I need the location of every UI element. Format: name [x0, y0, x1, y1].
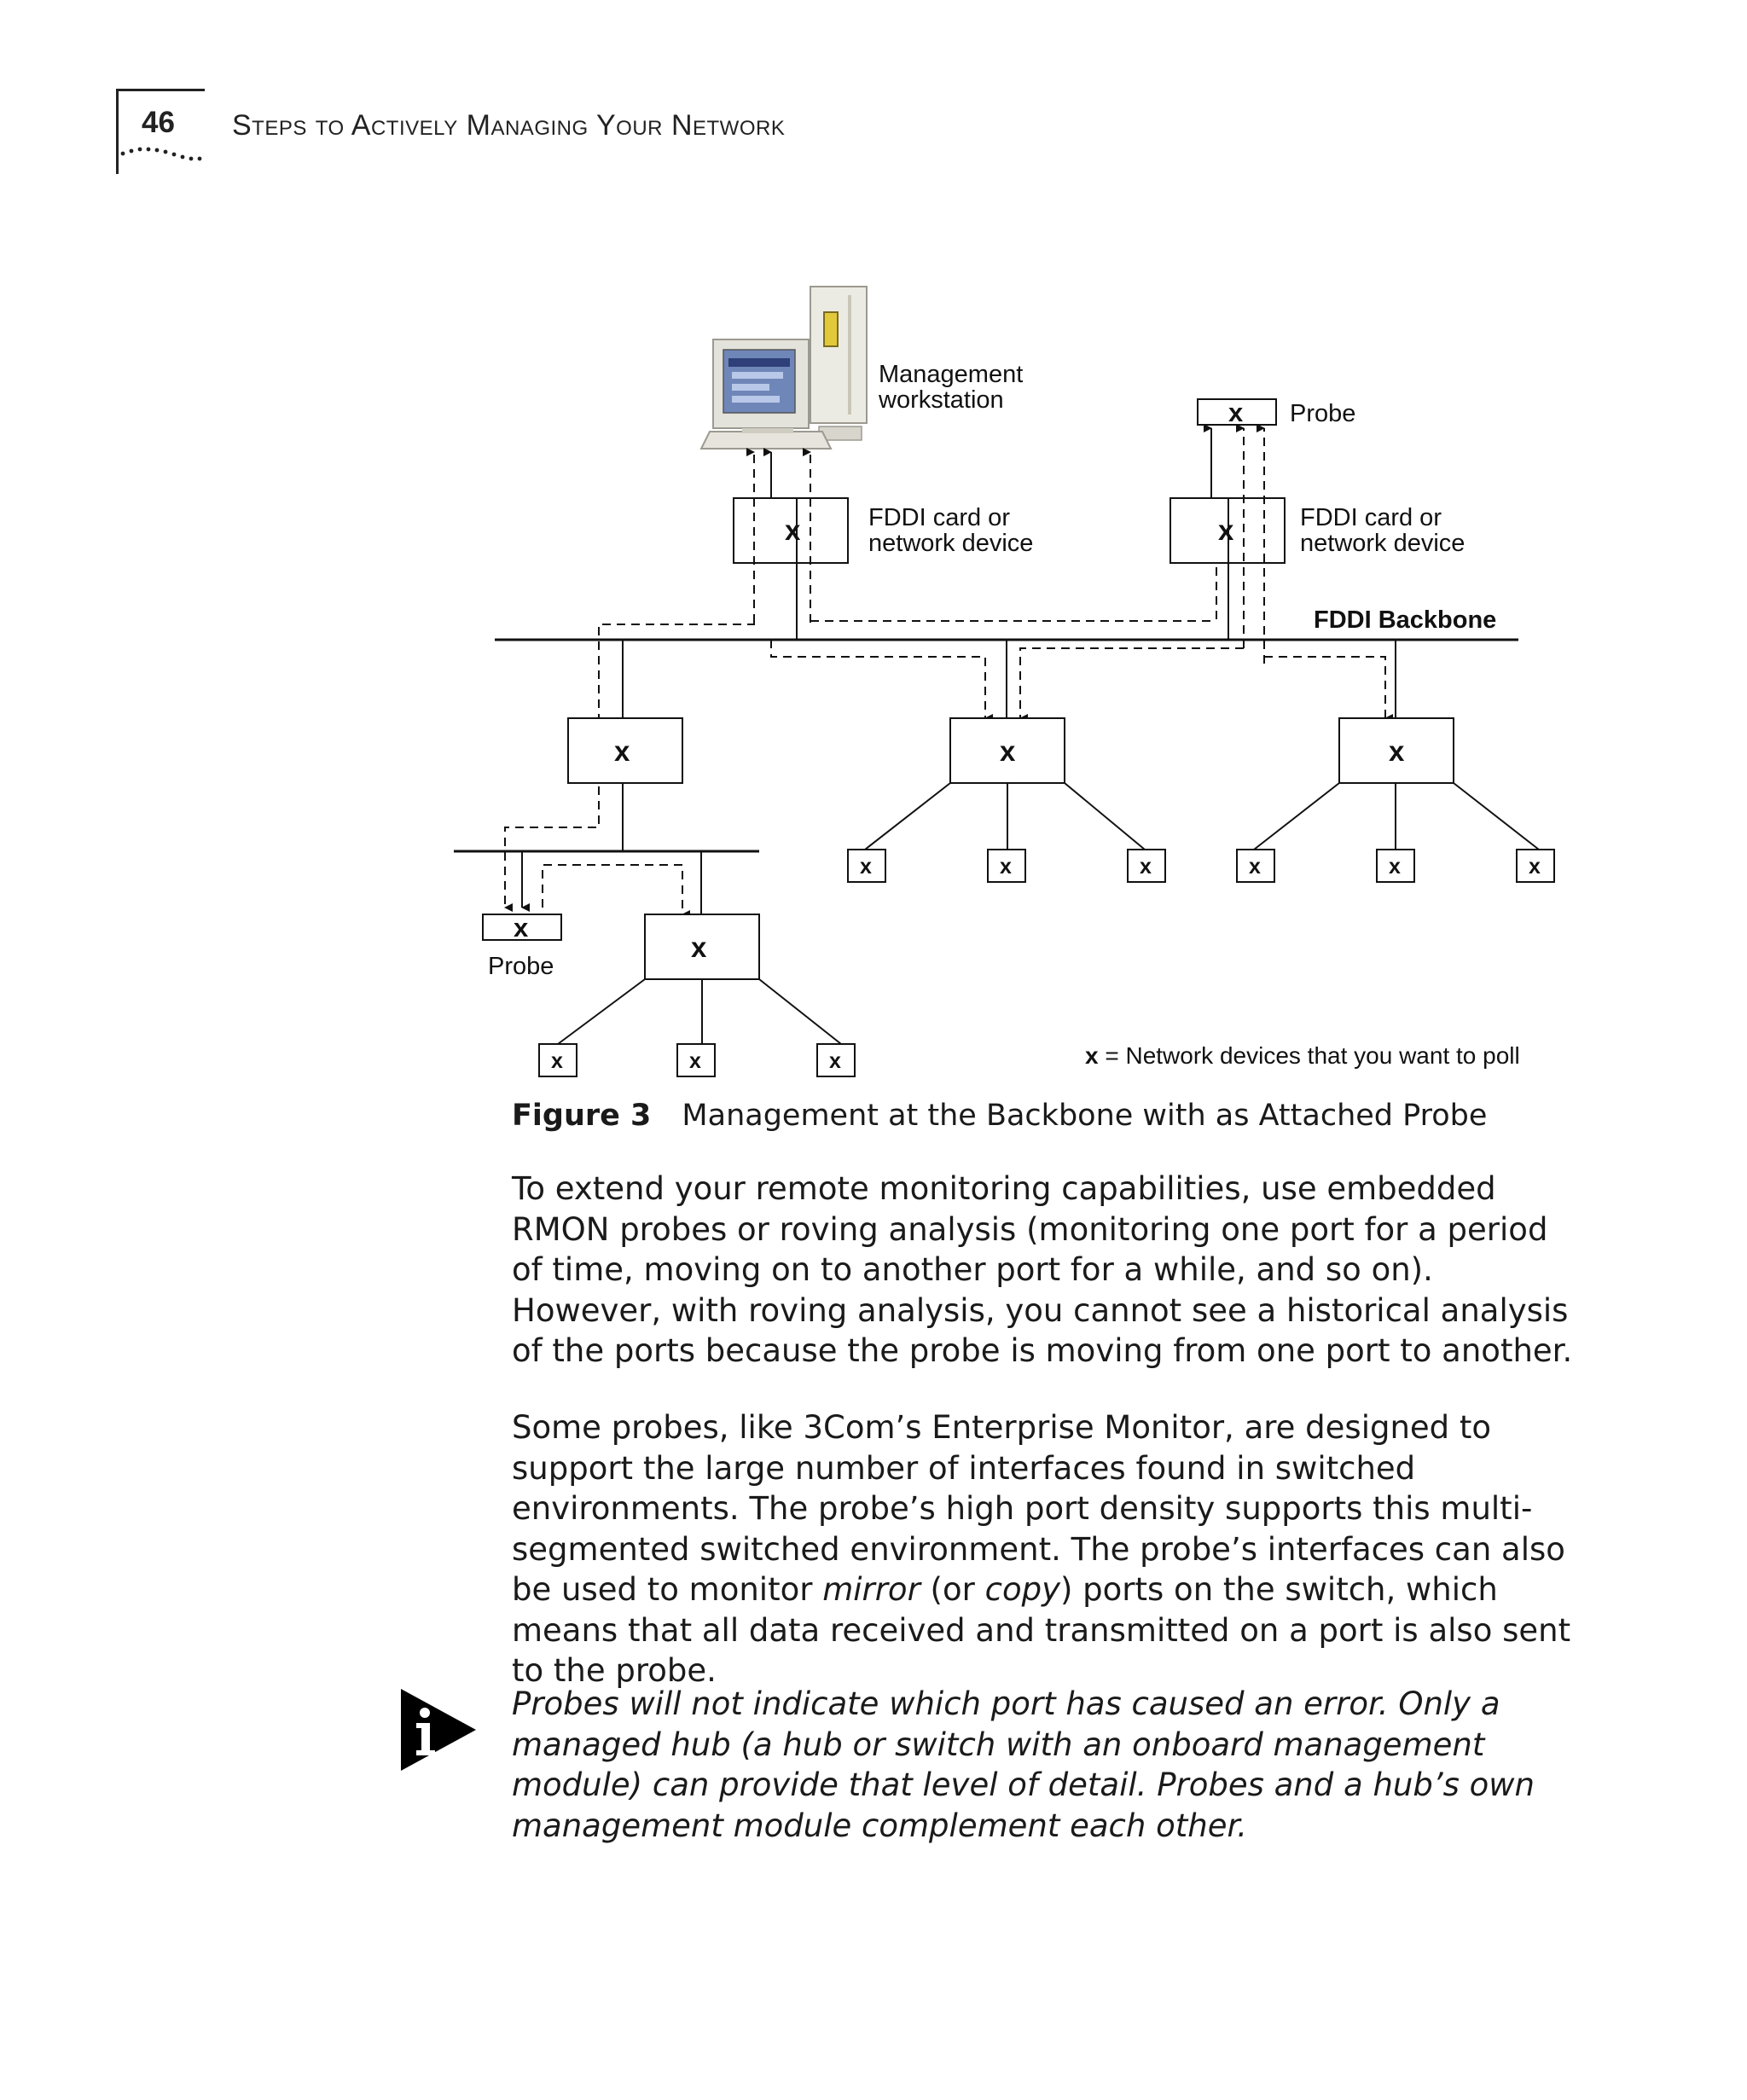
device-mark: x [1218, 514, 1234, 546]
emphasis-text: mirror [822, 1571, 920, 1608]
figure-caption: Figure 3 Management at the Backbone with … [512, 1099, 1487, 1133]
note-text: Probes will not indicate which port has … [512, 1685, 1535, 1844]
paragraph-text: (or [920, 1571, 985, 1608]
emphasis-text: copy [984, 1571, 1060, 1608]
paragraph-text: Some probes, like 3Com’s Enterprise Moni… [512, 1409, 1565, 1608]
page-header: 46 Steps to Actively Managing Your Netwo… [0, 0, 1747, 196]
device-mark: x [829, 1049, 841, 1073]
fddi-card-label-line1: FDDI card or [868, 504, 1010, 531]
fddi-card-label-line1: FDDI card or [1300, 504, 1442, 531]
device-mark: x [1000, 735, 1016, 767]
device-mark: x [860, 855, 872, 879]
device-mark: x [551, 1049, 563, 1073]
device-mark: x [1140, 855, 1152, 879]
paragraph-text: ) ports on the switch, which means that … [512, 1571, 1571, 1689]
device-mark: x [691, 931, 707, 963]
network-diagram-svg: Management workstation FDDI Backbone x F… [454, 286, 1555, 1077]
device-box [1516, 849, 1555, 883]
device-mark: x [689, 1049, 701, 1073]
info-icon [401, 1689, 476, 1771]
running-title: Steps to Actively Managing Your Network [232, 109, 786, 142]
dashed-route [1264, 656, 1393, 722]
device-mark: x [614, 735, 630, 767]
probe-label: Probe [488, 953, 554, 980]
device-box [847, 849, 886, 883]
body-paragraph: To extend your remote monitoring capabil… [512, 1170, 1573, 1369]
switch-box [567, 717, 683, 784]
device-mark: x [1529, 855, 1541, 879]
figure-caption-text: Management at the Backbone with as Attac… [682, 1099, 1488, 1133]
page-number: 46 [142, 106, 175, 139]
device-mark: x [1389, 735, 1405, 767]
corner-rule-vertical [116, 89, 119, 174]
dashed-route [542, 864, 690, 919]
device-box [987, 849, 1026, 883]
dashed-route [1019, 647, 1244, 722]
fddi-card-label-line2: network device [1300, 530, 1465, 557]
device-box [1236, 849, 1275, 883]
device-mark: x [785, 514, 801, 546]
probe-box [482, 914, 562, 941]
workstation-label-line1: Management [879, 361, 1023, 388]
figure-label: Figure 3 [512, 1099, 652, 1133]
network-diagram: Management workstation FDDI Backbone x F… [444, 281, 1570, 1092]
fddi-card-label-line2: network device [868, 530, 1033, 557]
dotted-arc-ornament [120, 147, 202, 161]
device-box [816, 1043, 856, 1077]
device-box [1376, 849, 1415, 883]
corner-rule-horizontal [116, 89, 205, 91]
switch-box [949, 717, 1065, 784]
device-box [538, 1043, 577, 1077]
device-box [676, 1043, 716, 1077]
probe-box [1197, 398, 1277, 426]
device-mark: x [1249, 855, 1261, 879]
switch-box [1338, 717, 1454, 784]
device-mark: x [1228, 397, 1244, 427]
legend-text: = Network devices that you want to poll [1099, 1042, 1520, 1069]
workstation-illustration [699, 286, 868, 450]
dashed-route [770, 640, 993, 722]
device-mark: x [1000, 855, 1012, 879]
workstation-label-line2: workstation [878, 386, 1004, 414]
probe-label: Probe [1290, 400, 1355, 427]
fddi-backbone-label: FDDI Backbone [1314, 606, 1496, 634]
legend-mark: x [1085, 1042, 1099, 1069]
fddi-card-box [733, 497, 849, 564]
dashed-route-to-probe [504, 623, 755, 912]
device-mark: x [1389, 855, 1401, 879]
device-mark: x [514, 913, 529, 943]
device-box [1127, 849, 1166, 883]
body-paragraph: Some probes, like 3Com’s Enterprise Moni… [512, 1407, 1578, 1691]
switch-box [644, 914, 760, 980]
legend: x = Network devices that you want to pol… [1085, 1042, 1520, 1069]
